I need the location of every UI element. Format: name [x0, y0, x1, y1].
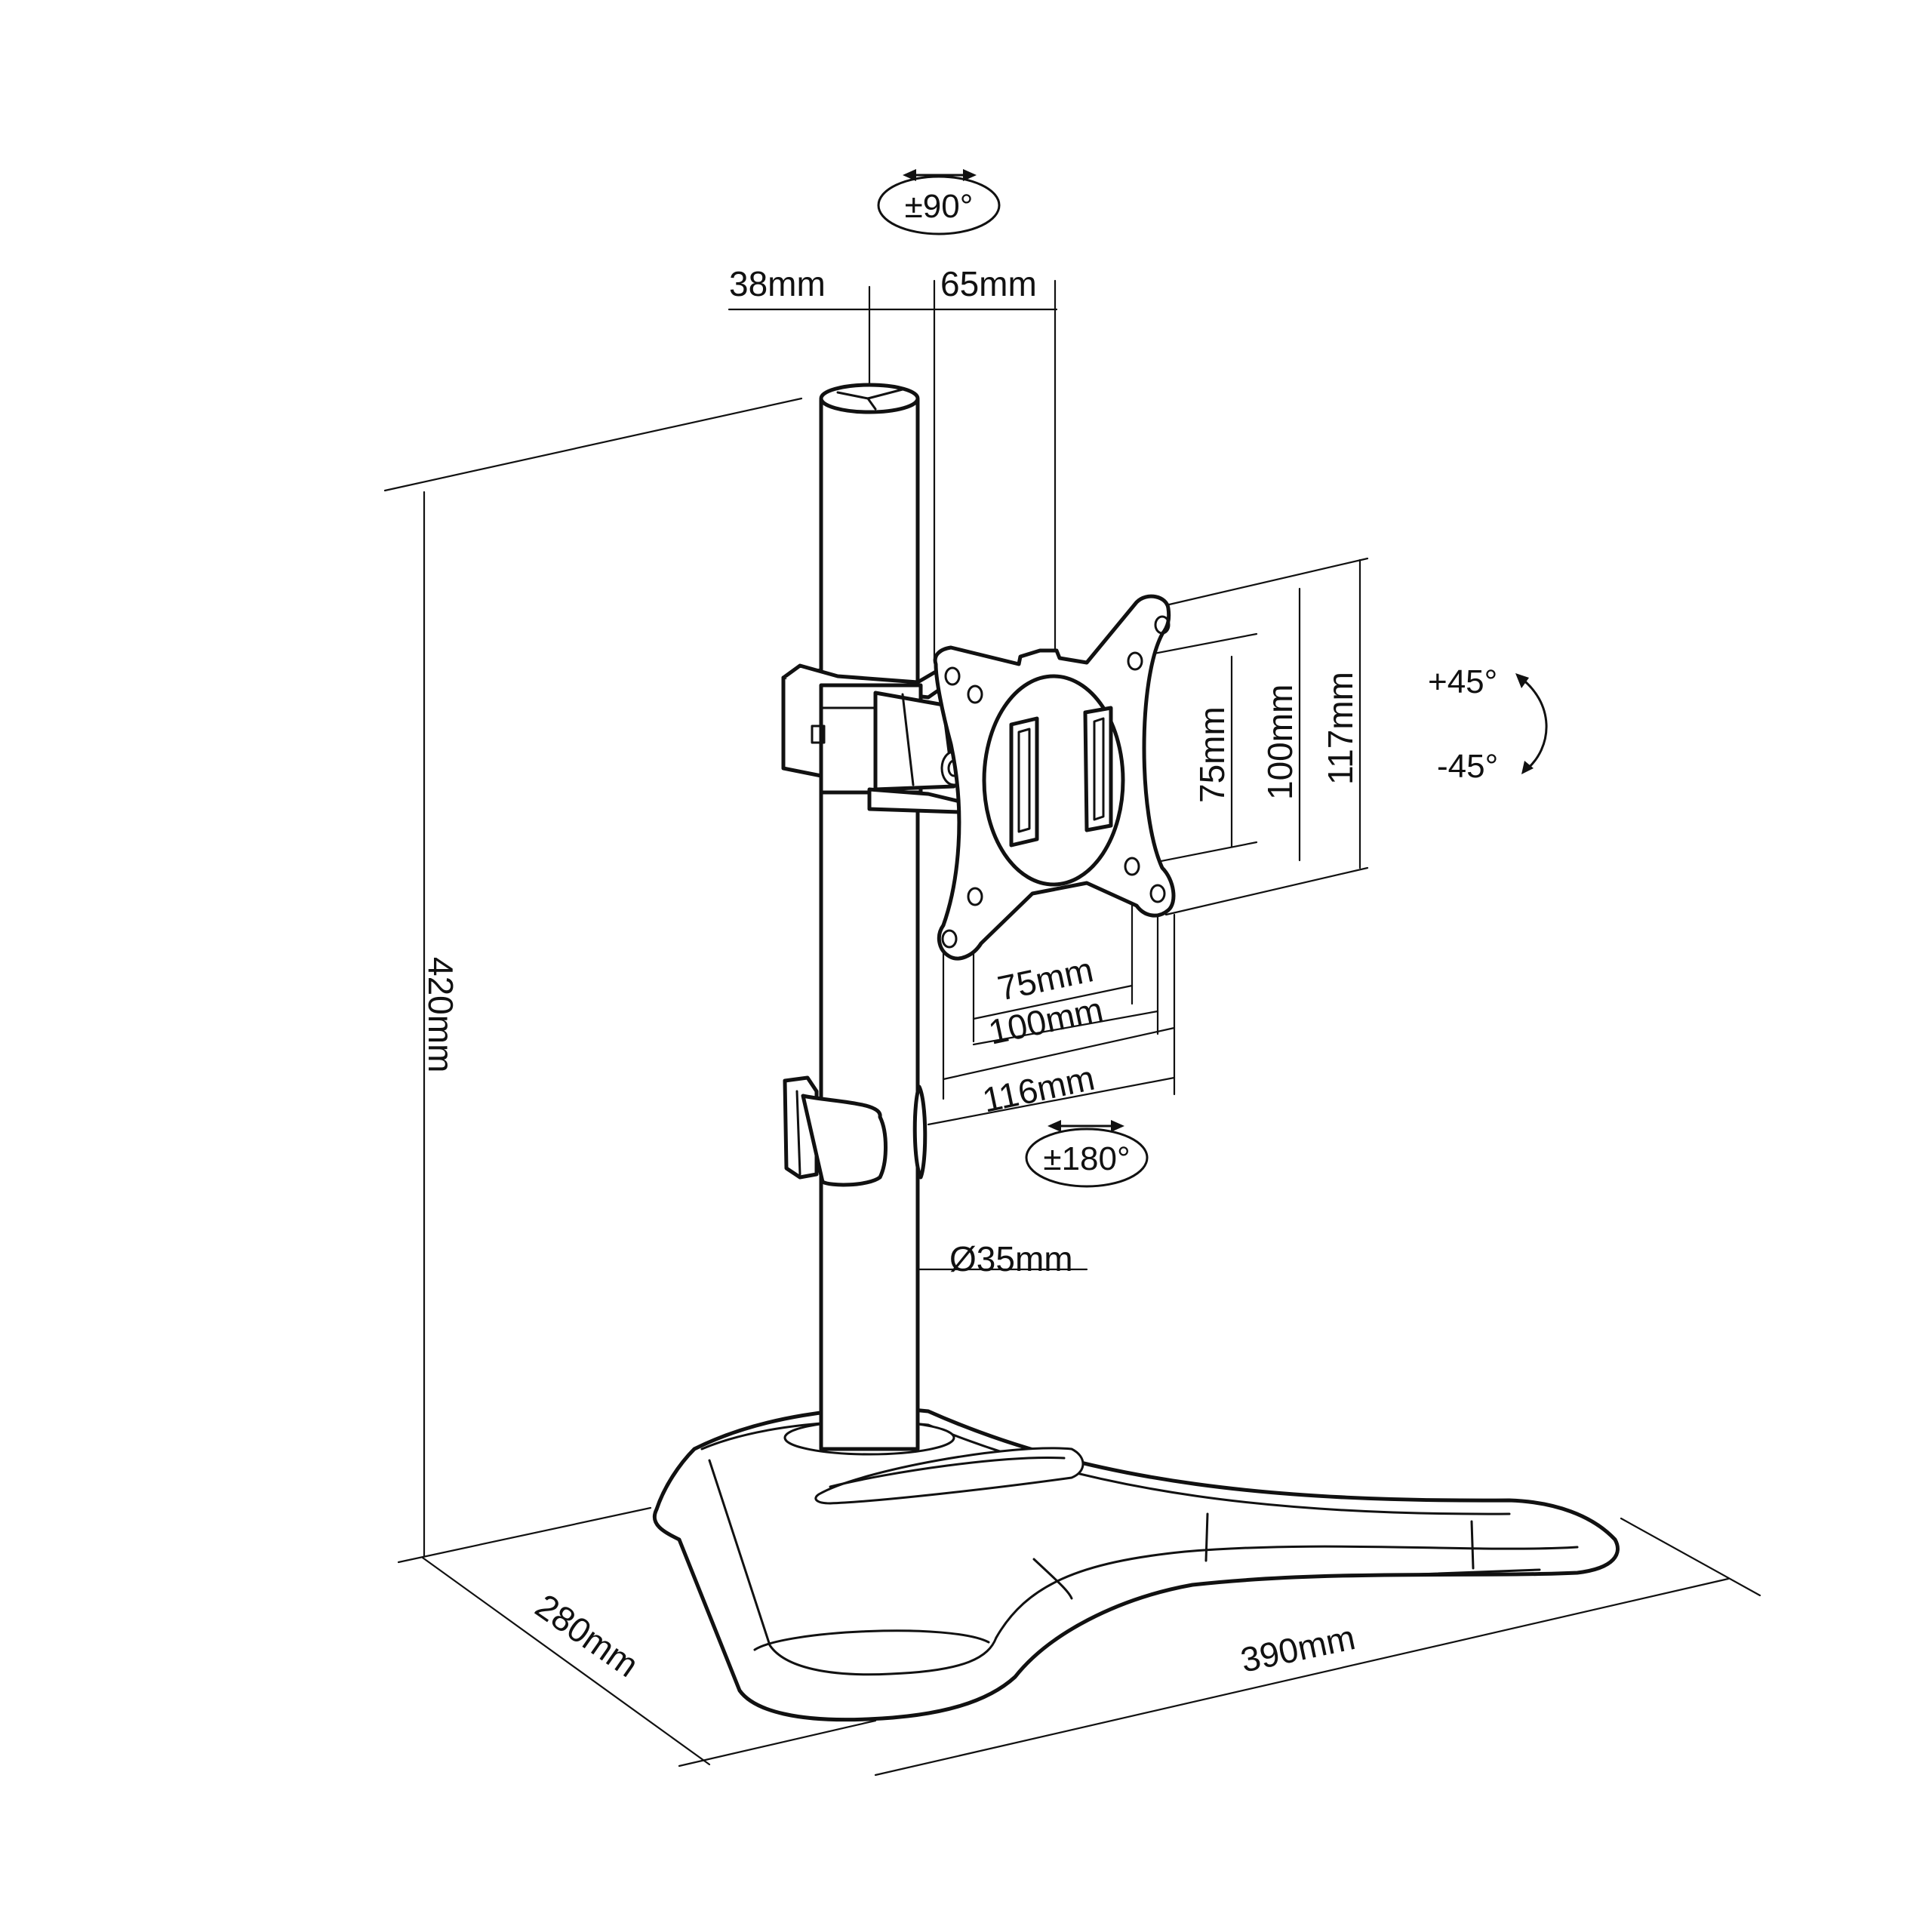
mounting-holes — [941, 615, 1171, 949]
swivel-angle: ±90° — [905, 188, 974, 225]
rotation-angle: ±180° — [1043, 1140, 1130, 1177]
tilt-down-angle: -45° — [1437, 748, 1498, 785]
pole-offset-label: 38mm — [729, 264, 826, 303]
arm-clamp — [781, 663, 968, 814]
vesa-vertical-100-label: 100mm — [1260, 685, 1300, 800]
vesa-plate — [933, 594, 1176, 961]
swivel-badge: ±90° — [877, 169, 1001, 235]
tilt-indicator: +45° -45° — [1428, 663, 1548, 785]
dimension-lines — [383, 279, 1761, 1777]
total-height-label: 420mm — [421, 957, 460, 1072]
stand-base — [652, 1407, 1620, 1722]
stand-pole — [783, 383, 928, 1451]
rotation-badge: ±180° — [1025, 1120, 1149, 1188]
pole-diameter-label: Ø35mm — [949, 1239, 1073, 1278]
base-width-label: 390mm — [1237, 1617, 1358, 1680]
plate-height-label: 117mm — [1321, 672, 1360, 785]
arm-offset-label: 65mm — [940, 264, 1037, 303]
base-depth-label: 280mm — [528, 1586, 645, 1685]
vesa-vertical-75-label: 75mm — [1192, 706, 1232, 803]
tilt-up-angle: +45° — [1428, 663, 1497, 700]
